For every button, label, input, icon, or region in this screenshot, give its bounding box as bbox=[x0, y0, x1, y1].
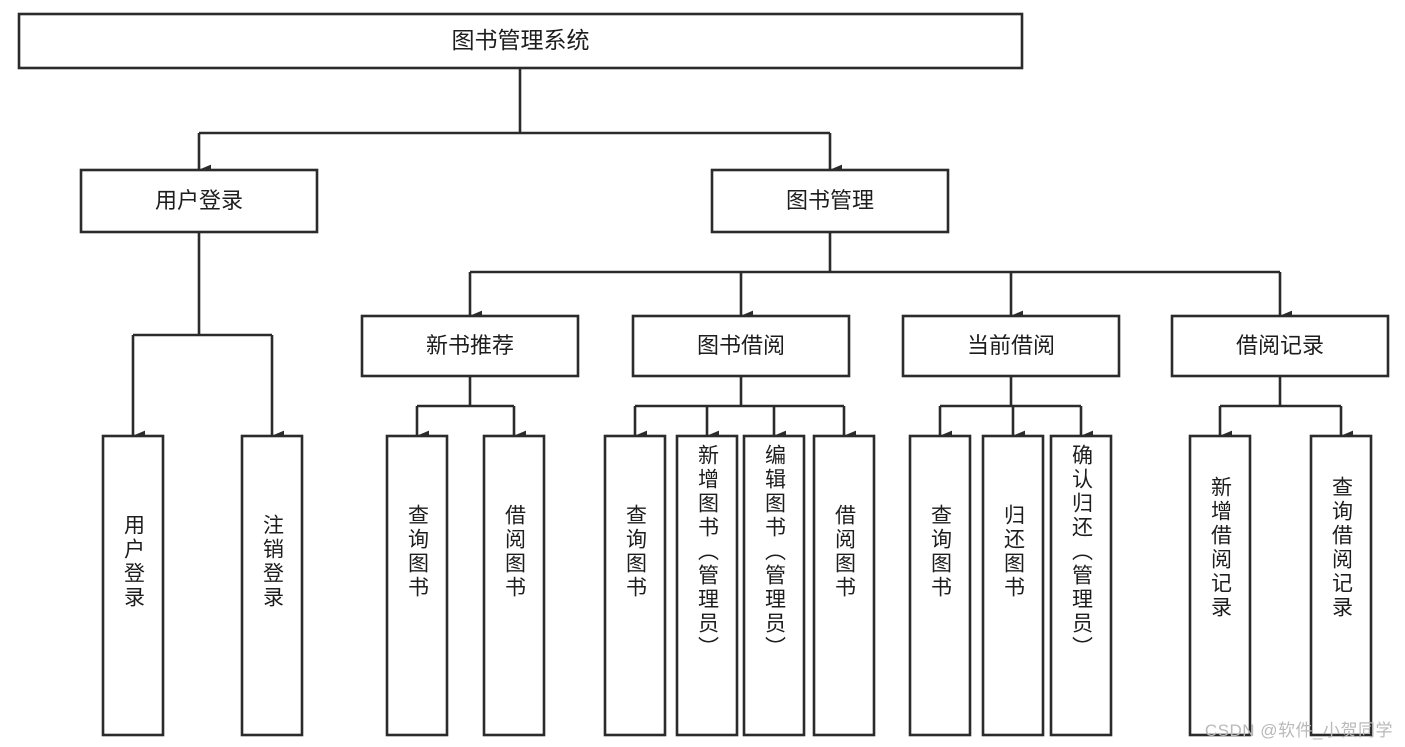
node-leaf-新增借阅记录[interactable] bbox=[1188, 434, 1252, 737]
node-leaf-借阅图书[interactable] bbox=[812, 434, 876, 737]
node-level3-借阅记录[interactable]: 借阅记录 bbox=[1170, 314, 1390, 378]
node-label: 新书推荐 bbox=[426, 333, 514, 358]
node-leaf-确认归还管理员[interactable] bbox=[1049, 434, 1113, 737]
node-leaf-查询图书[interactable] bbox=[385, 434, 449, 737]
node-level2-图书管理[interactable]: 图书管理 bbox=[710, 168, 950, 234]
node-leaf-查询图书[interactable] bbox=[603, 434, 667, 737]
node-box-rect bbox=[1170, 314, 1390, 378]
node-label: 用户登录 bbox=[155, 188, 243, 213]
node-box-rect bbox=[981, 434, 1045, 737]
node-box-rect bbox=[710, 168, 950, 234]
node-box-rect bbox=[482, 434, 546, 737]
node-level3-当前借阅[interactable]: 当前借阅 bbox=[901, 314, 1121, 378]
node-level3-图书借阅[interactable]: 图书借阅 bbox=[631, 314, 851, 378]
node-label: 图书管理系统 bbox=[452, 27, 590, 53]
node-level2-用户登录[interactable]: 用户登录 bbox=[79, 168, 319, 234]
node-leaf-查询图书[interactable] bbox=[908, 434, 972, 737]
node-box-rect bbox=[79, 168, 319, 234]
node-box-rect bbox=[1309, 434, 1373, 737]
node-box-rect bbox=[901, 314, 1121, 378]
node-leaf-编辑图书管理员[interactable] bbox=[742, 434, 806, 737]
node-leaf-归还图书[interactable] bbox=[981, 434, 1045, 737]
node-label: 借阅记录 bbox=[1236, 333, 1324, 358]
node-level3-新书推荐[interactable]: 新书推荐 bbox=[360, 314, 580, 378]
node-box-rect bbox=[908, 434, 972, 737]
node-leaf-注销登录[interactable] bbox=[240, 434, 304, 737]
node-box-rect bbox=[360, 314, 580, 378]
node-box-rect bbox=[631, 314, 851, 378]
node-leaf-用户登录[interactable] bbox=[101, 434, 165, 737]
node-box-rect bbox=[17, 12, 1024, 70]
node-box-rect bbox=[101, 434, 165, 737]
node-box-rect bbox=[812, 434, 876, 737]
node-box-rect bbox=[675, 434, 739, 737]
node-box-rect bbox=[385, 434, 449, 737]
watermark-credit: CSDN @软件_小贺同学 bbox=[1204, 721, 1393, 740]
node-leaf-查询借阅记录[interactable] bbox=[1309, 434, 1373, 737]
node-box-rect bbox=[240, 434, 304, 737]
node-label: 当前借阅 bbox=[967, 333, 1055, 358]
node-label: 图书借阅 bbox=[697, 333, 785, 358]
node-box-rect bbox=[603, 434, 667, 737]
node-box-rect bbox=[1188, 434, 1252, 737]
node-leaf-借阅图书[interactable] bbox=[482, 434, 546, 737]
node-leaf-新增图书管理员[interactable] bbox=[675, 434, 739, 737]
connectors-layer bbox=[131, 68, 1354, 442]
node-label: 图书管理 bbox=[786, 188, 874, 213]
node-box-rect bbox=[1049, 434, 1113, 737]
node-box-rect bbox=[742, 434, 806, 737]
node-root-图书管理系统[interactable]: 图书管理系统 bbox=[17, 12, 1024, 70]
